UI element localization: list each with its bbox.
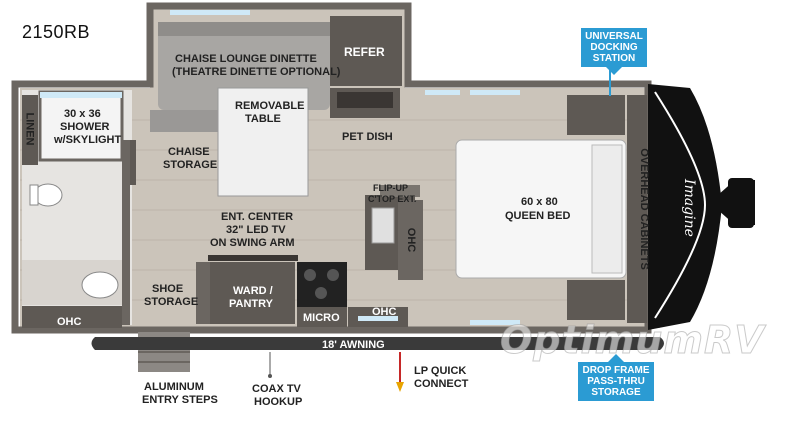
shoe-storage-label-2: STORAGE: [144, 296, 199, 308]
outer-wall: [11, 2, 652, 334]
shower-label-2: SHOWER: [60, 121, 110, 133]
shower-glass: [40, 92, 122, 98]
micro-label: MICRO: [303, 312, 340, 324]
front-cap: [648, 84, 722, 330]
ohc-left-label: OHC: [57, 316, 82, 328]
ent-center-label-3: ON SWING ARM: [210, 237, 295, 249]
bed-window-bottom: [470, 320, 520, 325]
chaise-storage: [130, 140, 136, 185]
removable-table: [217, 87, 309, 197]
drop-frame-callout: DROP FRAME PASS-THRU STORAGE: [578, 354, 654, 401]
brand-logo: Imagine: [680, 179, 697, 237]
shower: [38, 90, 124, 162]
pet-dish-drawer: [337, 92, 393, 108]
tv-wall: [208, 255, 298, 261]
burner-2: [327, 269, 339, 281]
ent-center-label-1: ENT. CENTER: [221, 211, 294, 223]
bed-nightstand-top: [567, 95, 625, 135]
ohc-kitchen: [398, 200, 423, 280]
bed-label-1: 60 x 80: [521, 196, 558, 208]
burner-3: [315, 287, 327, 299]
chaise-dinette-label-2: (THEATRE DINETTE OPTIONAL): [172, 66, 341, 78]
burner-1: [304, 269, 316, 281]
removable-table-label-2: TABLE: [245, 113, 281, 125]
front-cap-stripe: [654, 91, 707, 319]
removable-table-label-1: REMOVABLE: [235, 100, 305, 112]
coax-label-1: COAX TV: [252, 383, 301, 395]
coax-label-2: HOOKUP: [254, 396, 303, 408]
hitch-jack: [728, 178, 754, 228]
refer: [330, 16, 402, 86]
chaise-dinette-label-1: CHAISE LOUNGE DINETTE: [175, 53, 317, 65]
bed-label-2: QUEEN BED: [505, 210, 571, 222]
pet-dish-label: PET DISH: [342, 131, 393, 143]
aluminum-steps-label-1: ALUMINUM: [144, 381, 204, 393]
queen-bed: [455, 139, 627, 279]
ward-pantry-label-2: PANTRY: [229, 298, 273, 310]
aluminum-steps-label-2: ENTRY STEPS: [142, 394, 218, 406]
toilet-tank: [29, 184, 39, 206]
universal-docking-callout: UNIVERSAL DOCKING STATION: [581, 28, 647, 75]
flip-up-ext: [380, 185, 420, 197]
bed-pillows: [591, 144, 623, 274]
stove: [297, 262, 347, 307]
awning-label: 18' AWNING: [322, 339, 385, 351]
kitchen-window: [425, 90, 460, 95]
coax-dot: [268, 374, 272, 378]
flip-up-label-2: C'TOP EXT.: [368, 194, 417, 204]
chaise-storage-label-2: STORAGE: [163, 159, 218, 171]
bed-window-top: [470, 90, 520, 95]
ohc-kitchen-label: OHC: [405, 227, 418, 253]
overhead-cabinets: [627, 95, 647, 323]
lp-label-1: LP QUICK: [414, 365, 467, 377]
bath-wall: [122, 140, 130, 325]
micro: [297, 307, 347, 327]
lp-tip: [396, 382, 404, 392]
shower-label-3: w/SKYLIGHT: [54, 134, 122, 146]
chaise-storage-label-1: CHAISE: [168, 146, 210, 158]
awning-bar: [91, 337, 664, 350]
overhead-cabinets-label: OVERHEAD CABINETS: [637, 148, 650, 270]
ohc-left: [22, 306, 122, 328]
linen-cabinet: [22, 95, 38, 165]
flip-up-label-1: FLIP-UP: [373, 183, 408, 193]
chaise-extension: [150, 110, 220, 132]
ward-pantry-label-1: WARD /: [233, 285, 273, 297]
chaise-back: [158, 22, 330, 36]
refer-label: REFER: [344, 45, 385, 59]
ent-center-label-2: 32" LED TV: [226, 224, 286, 236]
watermark-logo: OptimumRV: [500, 318, 765, 363]
slide-window: [170, 10, 250, 15]
bed-nightstand-bottom: [567, 280, 625, 320]
shoe-storage: [196, 262, 210, 324]
ward-pantry: [210, 262, 295, 324]
ohc-bottom-glass: [358, 316, 398, 321]
shower-label-1: 30 x 36: [64, 108, 101, 120]
shoe-storage-label-1: SHOE: [152, 283, 184, 295]
model-number: 2150RB: [22, 22, 91, 42]
bath-sink: [81, 271, 119, 299]
ohc-bottom-label: OHC: [372, 306, 397, 318]
lp-label-2: CONNECT: [414, 378, 469, 390]
sink: [371, 207, 395, 244]
linen-label: LINEN: [23, 112, 36, 146]
